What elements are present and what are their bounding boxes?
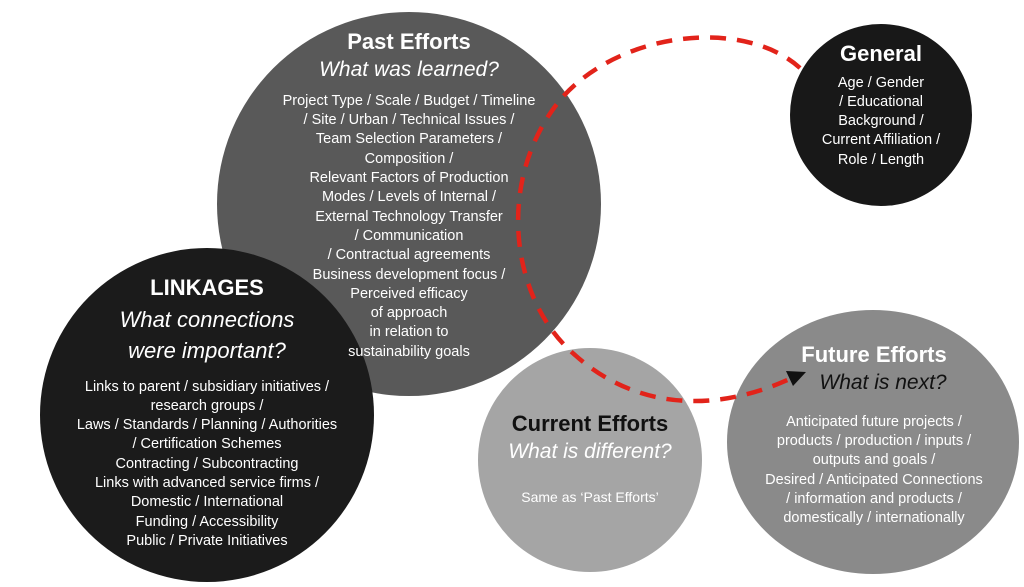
linkages-body: Links to parent / subsidiary initiatives… — [50, 378, 364, 552]
general-line: Current Affiliation / — [821, 132, 941, 149]
general-title: General — [840, 41, 922, 66]
linkages-subtitle-line: were important? — [128, 337, 286, 363]
current-efforts-note: Same as ‘Past Efforts’ — [521, 488, 659, 505]
future-efforts-title: Future Efforts — [801, 342, 947, 367]
past-efforts-line: sustainability goals — [348, 343, 470, 360]
dashed-red-arrow — [515, 35, 802, 404]
past-efforts-subtitle: What was learned? — [319, 57, 499, 81]
general-group: General Age / Gender / Educational Backg… — [790, 40, 972, 170]
general-line: Role / Length — [837, 151, 925, 168]
linkages-subtitle-line: What connections — [119, 306, 295, 332]
future-efforts-subtitle: What is next? — [819, 370, 947, 394]
linkages-line: Public / Private Initiatives — [126, 532, 288, 549]
linkages-subtitle: What connections were important? — [50, 304, 364, 366]
past-efforts-line: Business development focus / — [312, 266, 506, 283]
past-efforts-line: Modes / Levels of Internal / — [321, 189, 497, 206]
future-efforts-line: outputs and goals / — [812, 452, 936, 469]
linkages-line: research groups / — [150, 397, 264, 414]
circle-current-efforts — [478, 348, 702, 572]
past-efforts-line: Composition / — [364, 150, 454, 167]
general-line: Age / Gender — [837, 74, 925, 91]
linkages-title: LINKAGES — [150, 275, 264, 300]
circle-linkages — [40, 248, 374, 582]
future-efforts-body: Anticipated future projects / products /… — [741, 413, 1007, 529]
linkages-group: LINKAGES What connections were important… — [50, 274, 364, 551]
past-efforts-line: Relevant Factors of Production — [309, 170, 509, 187]
future-efforts-group: Future Efforts What is next? Anticipated… — [741, 341, 1007, 529]
current-efforts-group: Current Efforts What is different? Same … — [478, 410, 702, 507]
linkages-line: Laws / Standards / Planning / Authoritie… — [76, 417, 338, 434]
circle-future-efforts — [727, 310, 1019, 574]
past-efforts-line: / Contractual agreements — [327, 247, 491, 264]
future-efforts-line: Anticipated future projects / — [786, 413, 962, 430]
linkages-line: Links to parent / subsidiary initiatives… — [84, 378, 330, 395]
future-efforts-line: Desired / Anticipated Connections — [765, 471, 983, 488]
past-efforts-body: Project Type / Scale / Budget / Timeline… — [230, 92, 588, 362]
past-efforts-line: of approach — [370, 305, 448, 322]
linkages-line: Links with advanced service firms / — [94, 474, 320, 491]
past-efforts-line: Team Selection Parameters / — [315, 131, 503, 148]
future-efforts-line: products / production / inputs / — [776, 433, 972, 450]
past-efforts-line: / Communication — [354, 227, 464, 244]
past-efforts-title: Past Efforts — [347, 29, 471, 54]
future-efforts-line: domestically / internationally — [783, 510, 965, 527]
linkages-line: Contracting / Subcontracting — [115, 455, 299, 472]
current-efforts-subtitle: What is different? — [508, 439, 672, 463]
past-efforts-line: Project Type / Scale / Budget / Timeline — [282, 92, 536, 109]
linkages-line: Funding / Accessibility — [135, 513, 279, 530]
past-efforts-line: / Site / Urban / Technical Issues / — [303, 112, 515, 129]
arrowhead-icon — [786, 371, 806, 386]
circle-general — [790, 24, 972, 206]
current-efforts-title: Current Efforts — [511, 411, 669, 436]
general-line: / Educational — [839, 93, 923, 110]
past-efforts-line: External Technology Transfer — [315, 208, 503, 225]
future-efforts-line: / information and products / — [786, 491, 962, 508]
general-body: Age / Gender / Educational Background / … — [790, 74, 972, 170]
linkages-line: / Certification Schemes — [132, 436, 282, 453]
linkages-line: Domestic / International — [130, 494, 284, 511]
past-efforts-line: in relation to — [369, 324, 449, 341]
past-efforts-group: Past Efforts What was learned? Project T… — [230, 28, 588, 362]
past-efforts-line: Perceived efficacy — [350, 285, 468, 302]
general-line: Background / — [838, 113, 924, 130]
